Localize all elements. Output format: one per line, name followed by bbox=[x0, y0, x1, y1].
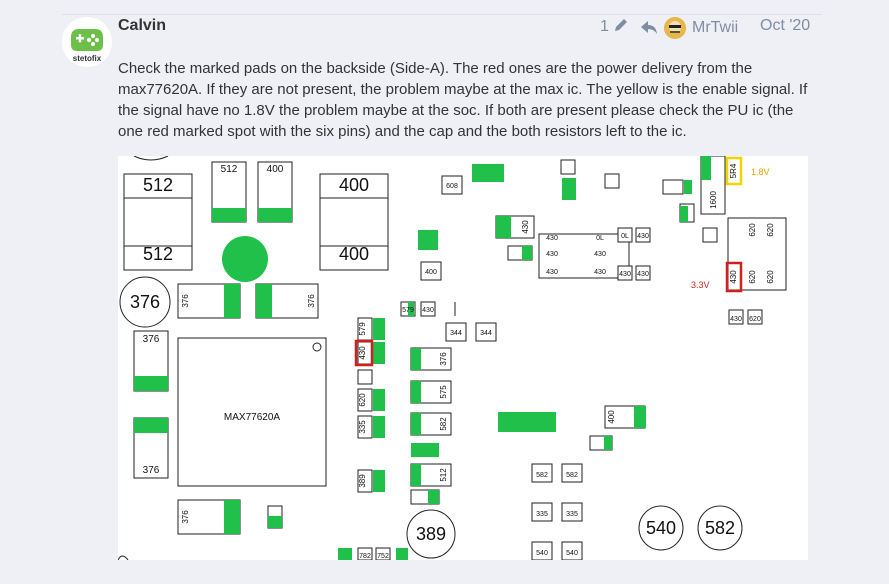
label-0l-a: 0L bbox=[621, 233, 629, 240]
label-620-a: 620 bbox=[748, 223, 757, 237]
user-avatar[interactable]: stetofix bbox=[62, 17, 112, 67]
pencil-icon bbox=[615, 19, 628, 31]
label-335-v: 335 bbox=[358, 420, 367, 434]
label-389-v: 389 bbox=[358, 474, 367, 488]
label-582-a: 582 bbox=[536, 472, 548, 479]
label-5r4-v: 5R4 bbox=[729, 163, 738, 178]
label-430-right: 430 bbox=[730, 316, 742, 323]
label-430-grid-c: 430 bbox=[546, 269, 558, 276]
post-divider bbox=[62, 14, 822, 15]
label-376-h2: 376 bbox=[307, 294, 316, 308]
label-582-v: 582 bbox=[439, 417, 448, 431]
circle-label-540: 540 bbox=[646, 518, 676, 538]
cap-label-400-small: 400 bbox=[267, 164, 284, 175]
post-author[interactable]: Calvin bbox=[118, 17, 167, 34]
label-575-v: 575 bbox=[439, 385, 448, 399]
label-430-grid-d: 430 bbox=[594, 251, 606, 258]
label-430-f: 430 bbox=[637, 233, 649, 240]
label-430-red-right: 430 bbox=[729, 270, 738, 284]
circle-label-376: 376 bbox=[130, 292, 160, 312]
cap-label-376-a: 376 bbox=[143, 334, 160, 345]
cap-label-512-bottom: 512 bbox=[143, 244, 173, 264]
edit-history-button[interactable]: 1 bbox=[600, 17, 629, 36]
label-0l-grid: 0L bbox=[596, 235, 604, 242]
label-608: 608 bbox=[446, 183, 458, 190]
pcb-diagram-image[interactable]: 512 512 400 400 376 389 540 582 512 400 … bbox=[118, 156, 808, 560]
avatar-text: stetofix bbox=[73, 54, 102, 63]
post-body: Check the marked pads on the backside (S… bbox=[118, 60, 808, 140]
label-400-v: 400 bbox=[607, 410, 616, 424]
cap-label-512-top: 512 bbox=[143, 175, 173, 195]
label-512-v: 512 bbox=[439, 468, 448, 482]
reply-to-username: MrTwii bbox=[692, 19, 739, 36]
pcb-diagram: 512 512 400 400 376 389 540 582 512 400 … bbox=[118, 156, 787, 560]
label-430-red: 430 bbox=[358, 346, 367, 360]
label-620-d: 620 bbox=[766, 270, 775, 284]
voltage-label-3v3: 3.3V bbox=[691, 280, 710, 290]
label-540-b: 540 bbox=[566, 550, 578, 557]
label-344-b: 344 bbox=[480, 330, 492, 337]
cap-label-376-b: 376 bbox=[143, 465, 160, 476]
label-430-grid-e: 430 bbox=[594, 269, 606, 276]
label-430-h: 430 bbox=[637, 271, 649, 278]
label-782: 782 bbox=[359, 553, 371, 560]
reply-arrow-icon bbox=[641, 21, 657, 34]
label-579-v: 579 bbox=[358, 322, 367, 336]
label-540-a: 540 bbox=[536, 550, 548, 557]
label-620-b: 620 bbox=[766, 223, 775, 237]
label-335-b: 335 bbox=[566, 511, 578, 518]
label-376-h1: 376 bbox=[181, 294, 190, 308]
gamepad-logo-icon: stetofix bbox=[62, 17, 112, 67]
label-579: 579 bbox=[402, 307, 414, 314]
edit-count: 1 bbox=[600, 18, 609, 35]
circle-label-389: 389 bbox=[416, 524, 446, 544]
reply-to-link[interactable]: MrTwii bbox=[640, 17, 738, 39]
label-582-b: 582 bbox=[566, 472, 578, 479]
cap-label-400-bottom: 400 bbox=[339, 244, 369, 264]
label-430-small: 430 bbox=[422, 307, 434, 314]
cap-label-400-top: 400 bbox=[339, 175, 369, 195]
label-620-right: 620 bbox=[749, 316, 761, 323]
label-1600-v: 1600 bbox=[709, 191, 718, 209]
post-date[interactable]: Oct '20 bbox=[760, 17, 811, 34]
label-752: 752 bbox=[377, 553, 389, 560]
label-430-grid-b: 430 bbox=[546, 251, 558, 258]
label-430-v: 430 bbox=[521, 220, 530, 234]
label-344-a: 344 bbox=[450, 330, 462, 337]
label-620-c: 620 bbox=[748, 270, 757, 284]
label-620-v: 620 bbox=[358, 393, 367, 407]
label-430-g: 430 bbox=[619, 271, 631, 278]
label-400-small: 400 bbox=[425, 269, 437, 276]
circle-label-582: 582 bbox=[705, 518, 735, 538]
label-335-a: 335 bbox=[536, 511, 548, 518]
label-430-grid-a: 430 bbox=[546, 235, 558, 242]
ic-label: MAX77620A bbox=[224, 412, 280, 423]
label-376-v: 376 bbox=[439, 352, 448, 366]
label-376-h3: 376 bbox=[181, 510, 190, 524]
reply-user-avatar bbox=[664, 17, 686, 39]
voltage-label-1v8: 1.8V bbox=[751, 167, 770, 177]
cap-label-512-small: 512 bbox=[221, 164, 238, 175]
